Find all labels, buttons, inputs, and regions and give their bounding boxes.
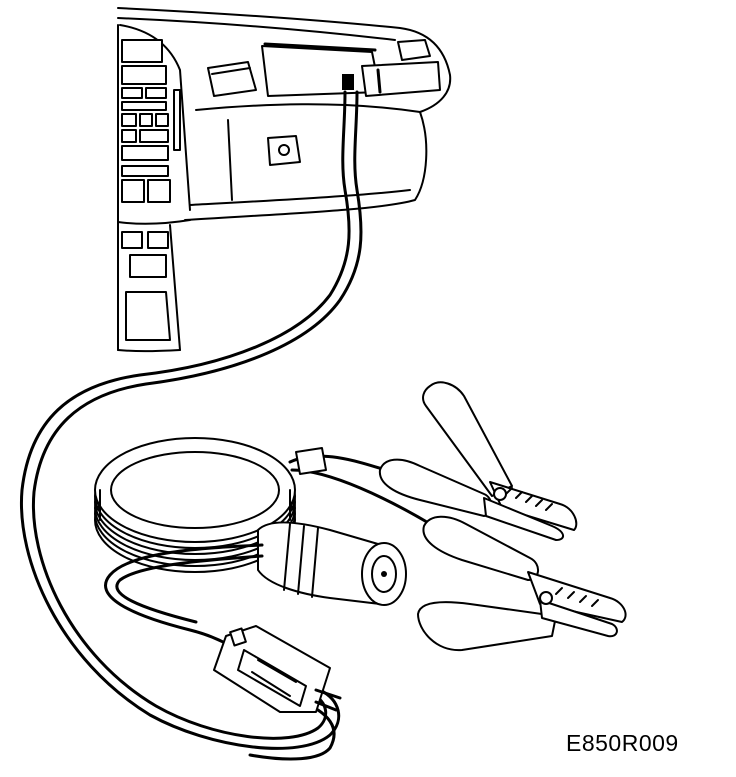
cable-connector [213, 625, 342, 713]
radio-panel [121, 39, 181, 341]
cable-end [248, 708, 336, 761]
cigarette-lighter-plug [104, 521, 407, 654]
coiled-cable [94, 437, 434, 573]
figure-code: E850R009 [566, 730, 679, 756]
diagnostic-cable [19, 90, 363, 750]
alligator-clip-upper [378, 381, 578, 541]
dashboard-illustration [117, 7, 452, 353]
alligator-clip-lower [417, 515, 627, 652]
